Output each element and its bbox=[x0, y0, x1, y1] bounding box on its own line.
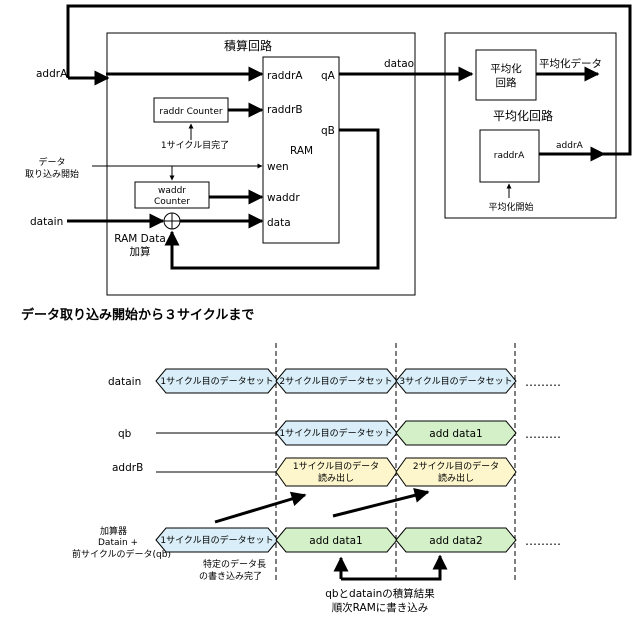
datain-cycle1-text: 1サイクル目のデータセット bbox=[160, 375, 273, 387]
adder-cycle2-text: add data1 bbox=[309, 535, 362, 547]
ram-data-add-label-1: RAM Data bbox=[114, 233, 166, 245]
datain-left-label: datain bbox=[30, 216, 63, 228]
data-load-start-label-2: 取り込み開始 bbox=[25, 168, 79, 180]
addrB-cycle2-text-1: 1サイクル目のデータ bbox=[293, 460, 379, 472]
ram-port-waddr: waddr bbox=[267, 192, 300, 204]
signal-datain-label: datain bbox=[108, 376, 141, 388]
ram-label: RAM bbox=[290, 145, 313, 157]
adder-cycle3-cell bbox=[395, 527, 517, 553]
avg-start-label: 平均化開始 bbox=[488, 201, 533, 213]
ram-port-raddrA: raddrA bbox=[267, 70, 303, 82]
ram-port-qB: qB bbox=[321, 125, 335, 137]
adder-label-1: 加算器 bbox=[100, 525, 127, 537]
raddr-counter-label: raddr Counter bbox=[159, 107, 222, 117]
adder-continuation-dots: ……… bbox=[525, 534, 561, 548]
timing-heading: データ取り込み開始から３サイクルまで bbox=[21, 307, 254, 323]
note-result-1: qbとdatainの積算結果 bbox=[325, 587, 435, 600]
datain-cycle3-text: 3サイクル目のデータセット bbox=[399, 375, 512, 387]
addrB-cycle2-text-2: 読み出し bbox=[318, 472, 354, 484]
ram-port-data: data bbox=[267, 217, 291, 229]
datain-cycle3-cell bbox=[395, 368, 517, 394]
integration-circuit-box bbox=[106, 32, 416, 296]
ram-port-qA: qA bbox=[321, 70, 336, 82]
averaging-block bbox=[475, 49, 537, 101]
addrB-cycle3-text-2: 読み出し bbox=[438, 472, 474, 484]
raddr-counter-box bbox=[153, 97, 229, 123]
ram-box bbox=[262, 56, 340, 244]
qb-cycle3-cell bbox=[395, 420, 517, 446]
write-to-read-arrow-2 bbox=[332, 488, 430, 518]
averaging-block-label-2: 回路 bbox=[496, 76, 517, 89]
ram-port-wen: wen bbox=[267, 161, 289, 173]
ram-port-raddrB: raddrB bbox=[267, 104, 303, 116]
avg-data-out-label: 平均化データ bbox=[539, 57, 602, 70]
integration-circuit-title: 積算回路 bbox=[224, 38, 272, 53]
addrB-cycle3-cell bbox=[395, 457, 517, 487]
averaging-circuit-box bbox=[444, 32, 617, 219]
datain-cycle2-text: 2サイクル目のデータセット bbox=[279, 375, 392, 387]
adder-cycle1-text: 1サイクル目のデータセット bbox=[160, 534, 273, 546]
avg-raddrA-box bbox=[479, 129, 540, 183]
signal-qb-label: qb bbox=[118, 428, 132, 440]
qb-continuation-dots: ……… bbox=[525, 427, 561, 441]
datao-label: datao bbox=[384, 58, 414, 70]
block-diagram: 積算回路 raddrA raddrB RAM wen waddr data qA… bbox=[25, 4, 632, 296]
qb-cycle3-text: add data1 bbox=[429, 428, 482, 440]
addrA-left-label: addrA bbox=[36, 68, 68, 80]
adder-cycle3-text: add data2 bbox=[429, 535, 482, 547]
result-write-bracket bbox=[341, 554, 448, 581]
waddr-counter-box bbox=[134, 181, 210, 209]
signal-addrB-label: addrB bbox=[112, 462, 143, 474]
note-result-2: 順次RAMに書き込み bbox=[332, 601, 429, 614]
note-write-complete-2: の書き込み完了 bbox=[199, 570, 262, 582]
qB-feedback-loop bbox=[164, 128, 380, 270]
averaging-block-label-1: 平均化 bbox=[490, 62, 522, 75]
addrB-cycle3-text-1: 2サイクル目のデータ bbox=[413, 460, 499, 472]
addrA-feedback-loop bbox=[66, 4, 632, 156]
note-write-complete-1: 特定のデータ長 bbox=[203, 558, 266, 570]
adder-label-2: Datain + bbox=[98, 538, 138, 548]
write-to-read-arrow-1 bbox=[214, 491, 307, 524]
datain-continuation-dots: ……… bbox=[525, 375, 561, 389]
averaging-circuit-title: 平均化回路 bbox=[493, 108, 553, 123]
data-load-start-label-1: データ bbox=[38, 156, 65, 168]
avg-addrA-label: addrA bbox=[556, 141, 584, 151]
waddr-counter-label-1: waddr bbox=[158, 186, 186, 196]
adder-label-3: 前サイクルのデータ(qb) bbox=[72, 548, 171, 560]
avg-raddrA-label: raddrA bbox=[494, 151, 525, 161]
ram-data-add-label-2: 加算 bbox=[130, 245, 151, 258]
cycle1-done-label: 1サイクル目完了 bbox=[161, 139, 229, 151]
qb-cycle2-text: 1サイクル目のデータセット bbox=[279, 427, 392, 439]
timing-diagram: データ取り込み開始から３サイクルまで datain qb addrB 加算器 D… bbox=[21, 307, 561, 614]
waddr-counter-label-2: Counter bbox=[154, 197, 190, 207]
